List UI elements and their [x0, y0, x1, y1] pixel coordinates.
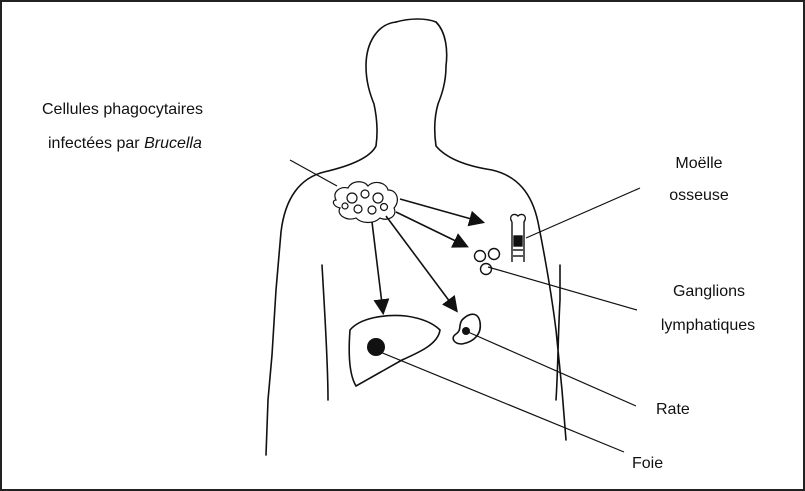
head-top: [396, 19, 436, 22]
arrow-to-liver: [372, 222, 383, 312]
label-lymph-nodes-line1: Ganglions: [660, 280, 758, 304]
liver-icon: [349, 316, 440, 386]
leader-bone-marrow: [526, 188, 640, 238]
label-liver: Foie: [632, 452, 663, 476]
arrow-to-lymph-nodes: [396, 212, 466, 246]
label-brucella: Brucella: [144, 135, 202, 152]
leader-phagocytes: [290, 160, 337, 186]
label-phagocytes-line2-prefix: infectées par: [48, 135, 144, 152]
spread-arrows: [372, 199, 482, 312]
label-phagocytes-line2: infectées par Brucella: [48, 132, 202, 156]
leader-spleen: [468, 332, 636, 406]
arrow-to-spleen: [386, 216, 456, 310]
spleen-icon: [453, 314, 480, 344]
infected-phagocytes: [333, 182, 397, 223]
label-lymph-nodes-line2: lymphatiques: [648, 314, 768, 338]
leader-lymph-nodes: [488, 267, 637, 310]
label-phagocytes-line1: Cellules phagocytaires: [42, 98, 203, 122]
label-bone-marrow-line2: osseuse: [660, 184, 738, 208]
label-spleen: Rate: [656, 398, 690, 422]
label-bone-marrow-line1: Moëlle: [664, 152, 734, 176]
leader-liver: [380, 352, 624, 452]
arrow-to-bone-marrow: [400, 199, 482, 222]
lymph-nodes-icon: [475, 249, 500, 275]
bone-marrow-icon: [511, 214, 526, 262]
